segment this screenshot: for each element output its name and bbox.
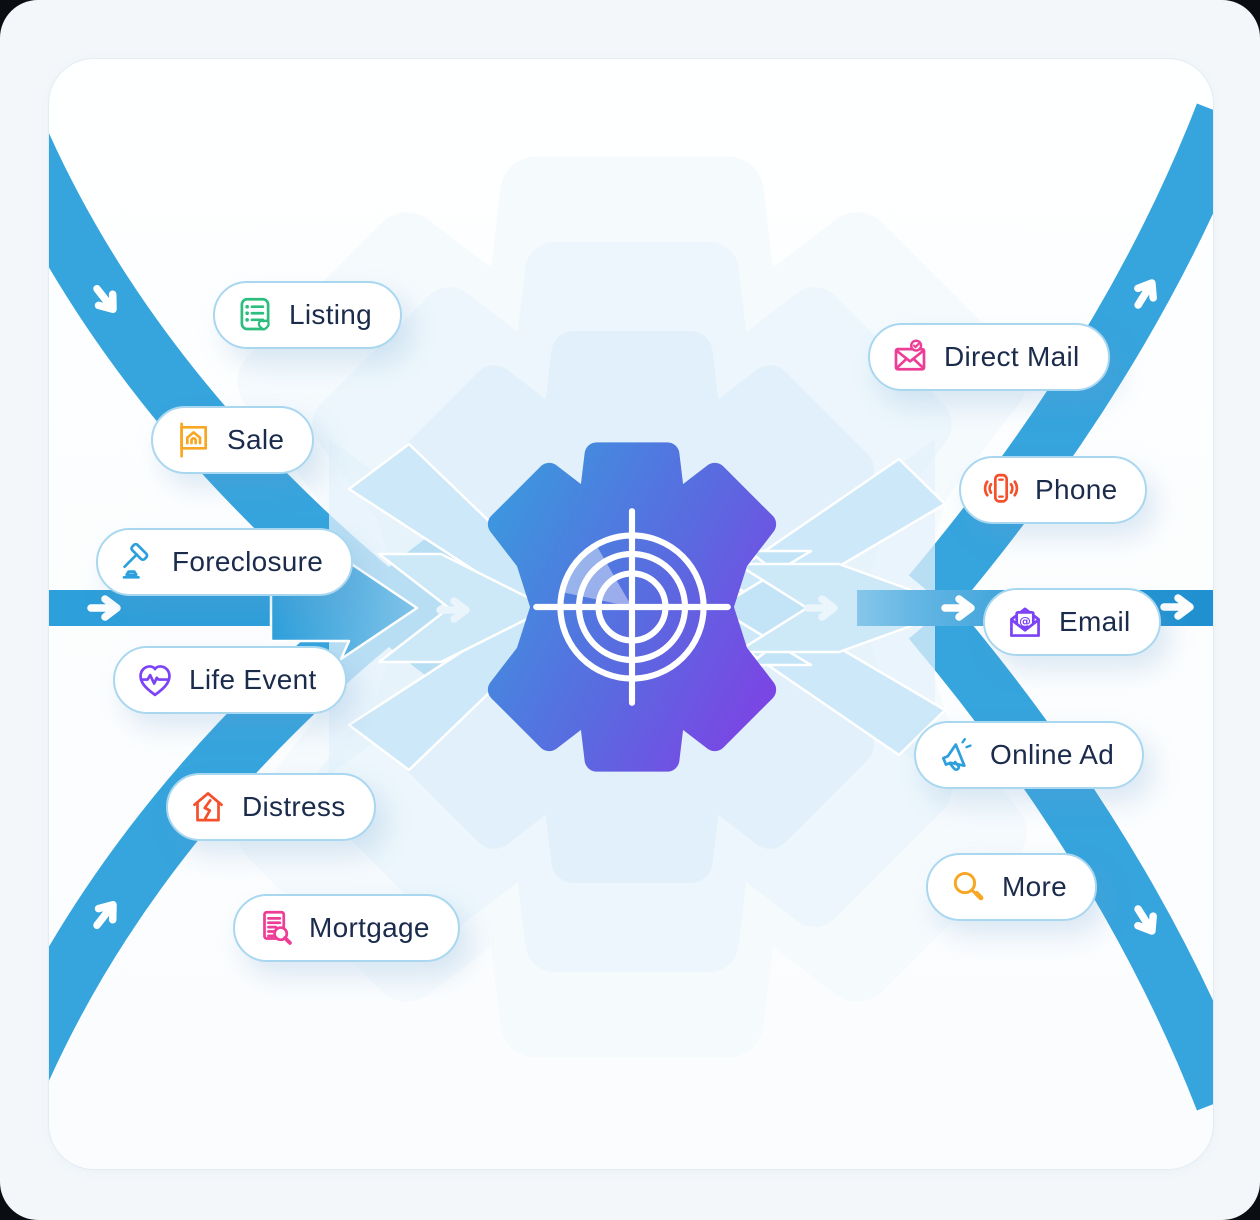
diagram-card: Listing Sale xyxy=(48,58,1214,1170)
source-pill-foreclosure[interactable]: Foreclosure xyxy=(96,528,354,596)
source-pill-label: Mortgage xyxy=(309,912,430,943)
source-pill-life-event[interactable]: Life Event xyxy=(113,646,347,714)
channel-pill-label: Online Ad xyxy=(990,739,1115,770)
email-at-icon: @ xyxy=(1004,601,1046,643)
channel-pill-label: Phone xyxy=(1035,474,1118,505)
radar-target-icon xyxy=(533,508,731,706)
channel-pill-phone[interactable]: Phone xyxy=(959,456,1148,524)
output-band-bottom-right xyxy=(908,601,1213,1111)
list-heart-icon xyxy=(234,294,276,336)
source-pill-listing[interactable]: Listing xyxy=(213,281,403,349)
channel-pill-email[interactable]: @ Email xyxy=(983,588,1161,656)
source-pill-sale[interactable]: Sale xyxy=(151,406,315,474)
source-pill-label: Listing xyxy=(289,299,373,330)
heart-pulse-icon xyxy=(134,659,176,701)
source-pill-mortgage[interactable]: Mortgage xyxy=(233,894,460,962)
source-pill-label: Distress xyxy=(242,791,346,822)
central-gear xyxy=(500,454,764,759)
channel-pill-direct-mail[interactable]: Direct Mail xyxy=(868,323,1110,391)
source-pill-distress[interactable]: Distress xyxy=(166,773,376,841)
channel-pill-label: More xyxy=(1002,871,1067,902)
magnifier-icon xyxy=(947,866,989,908)
channel-pill-online-ad[interactable]: Online Ad xyxy=(914,721,1145,789)
svg-text:@: @ xyxy=(1019,614,1031,628)
sale-flag-icon xyxy=(172,419,214,461)
source-pill-label: Life Event xyxy=(189,664,317,695)
source-pill-label: Foreclosure xyxy=(172,546,324,577)
gavel-icon xyxy=(117,541,159,583)
channel-pill-label: Email xyxy=(1059,606,1131,637)
channel-pill-more[interactable]: More xyxy=(926,853,1097,921)
source-pill-label: Sale xyxy=(227,424,285,455)
document-search-icon xyxy=(254,907,296,949)
channel-pill-label: Direct Mail xyxy=(944,341,1080,372)
mail-check-icon xyxy=(889,336,931,378)
megaphone-icon xyxy=(935,734,977,776)
ringing-phone-icon xyxy=(980,469,1022,511)
cracked-house-icon xyxy=(187,786,229,828)
